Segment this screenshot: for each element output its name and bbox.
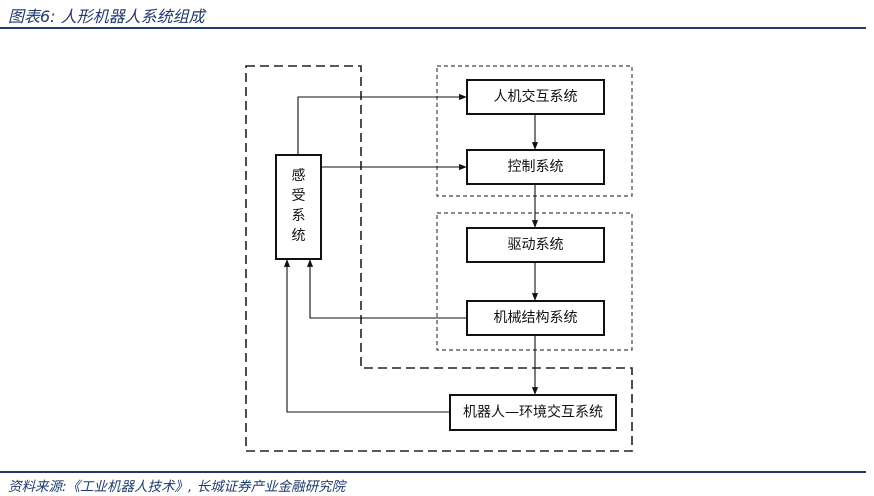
source-note: 资料来源:《工业机器人技术》, 长城证券产业金融研究院 — [8, 479, 346, 495]
top-rule — [0, 27, 866, 29]
mechanical-system-label: 机械结构系统 — [494, 310, 578, 326]
figure-title: 图表6: 人形机器人系统组成 — [8, 7, 205, 26]
control-system-label: 控制系统 — [508, 159, 564, 175]
sensing-label-char-1: 感 — [292, 167, 306, 184]
bottom-rule — [0, 471, 866, 473]
environment-interaction-label: 机器人—环境交互系统 — [463, 404, 603, 421]
outer-dashed-group — [245, 65, 633, 452]
environment-interaction-box — [449, 394, 617, 431]
sensing-label-char-2: 受 — [292, 188, 306, 204]
hmi-system-box — [466, 79, 605, 115]
drive-system-label: 驱动系统 — [508, 237, 564, 253]
arrow-environment-to-sensing — [283, 259, 450, 413]
arrow-mechanical-to-sensing — [306, 259, 467, 319]
arrow-sensing-to-hmi — [297, 93, 467, 155]
hmi-system-label: 人机交互系统 — [494, 88, 578, 105]
sensing-label-char-3: 系 — [292, 208, 306, 224]
sensing-label-char-4: 统 — [292, 228, 306, 244]
